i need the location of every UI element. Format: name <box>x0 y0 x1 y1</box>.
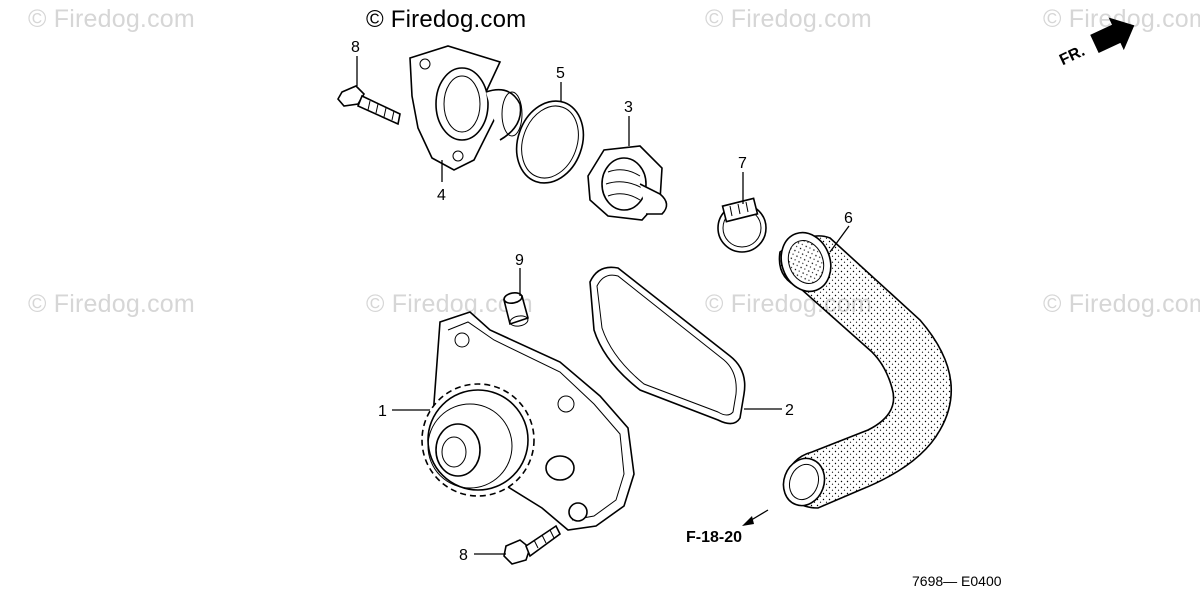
hose-clamp[interactable] <box>717 197 767 253</box>
water-hose[interactable] <box>773 226 952 512</box>
o-ring[interactable] <box>506 92 595 193</box>
callout-8-top: 8 <box>351 39 360 56</box>
callout-7: 7 <box>738 155 747 172</box>
diagram-code: 7698— E0400 <box>912 573 1002 589</box>
front-arrow: FR. <box>1057 17 1135 69</box>
watermark: © Firedog.com <box>705 5 872 33</box>
bolt-top[interactable] <box>337 85 401 126</box>
thermostat-cover[interactable] <box>409 45 523 171</box>
front-marker-label: FR. <box>1057 43 1088 69</box>
thermostat[interactable] <box>587 145 668 221</box>
callout-6: 6 <box>844 210 853 227</box>
callout-8-bottom: 8 <box>459 547 468 564</box>
callout-4: 4 <box>437 187 446 204</box>
dowel-pin[interactable] <box>503 292 529 328</box>
callout-5: 5 <box>556 65 565 82</box>
reference-label: F-18-20 <box>686 529 742 546</box>
watermark-main: © Firedog.com <box>366 6 527 33</box>
callout-1: 1 <box>378 403 387 420</box>
callout-2: 2 <box>785 402 794 419</box>
watermark: © Firedog.com <box>28 290 195 318</box>
bolt-bottom[interactable] <box>503 524 562 565</box>
water-pump[interactable] <box>421 311 635 531</box>
callout-9: 9 <box>515 252 524 269</box>
gasket[interactable] <box>589 266 746 425</box>
watermark: © Firedog.com <box>28 5 195 33</box>
watermark: © Firedog.com <box>1043 290 1200 318</box>
callout-3: 3 <box>624 99 633 116</box>
